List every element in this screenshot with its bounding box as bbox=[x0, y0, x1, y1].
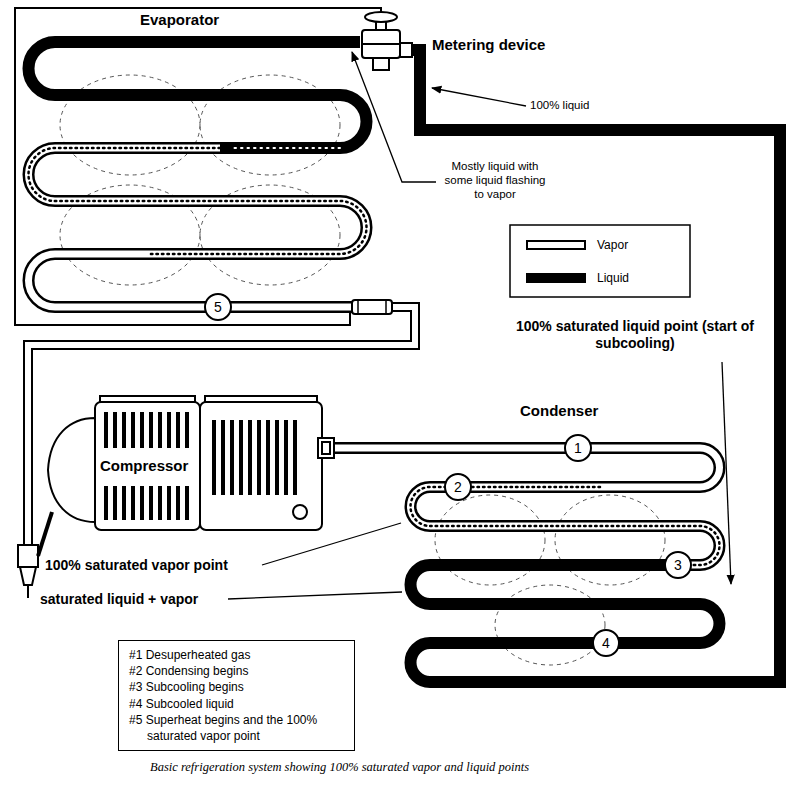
note-line: #1 Desuperheated gas bbox=[129, 647, 344, 663]
leader-line bbox=[352, 52, 436, 182]
metering-device bbox=[373, 58, 389, 70]
legend-swatch bbox=[525, 237, 587, 253]
compressor-drawing bbox=[293, 505, 307, 519]
state-note: saturated liquid + vapor bbox=[40, 591, 198, 608]
compressor-drawing bbox=[322, 442, 330, 454]
callout-number: 1 bbox=[574, 441, 582, 455]
leader-line bbox=[722, 362, 731, 584]
flow-note: Mostly liquid with some liquid flashing … bbox=[440, 160, 550, 201]
part-name: Condenser bbox=[520, 402, 598, 420]
compressor-drawing bbox=[38, 512, 52, 556]
callout-circle: 3 bbox=[664, 551, 692, 579]
compressor-drawing bbox=[200, 402, 322, 530]
note-line: #2 Condensing begins bbox=[129, 663, 344, 679]
leader-line bbox=[432, 88, 526, 106]
compressor-drawing bbox=[106, 486, 187, 520]
legend-swatch bbox=[526, 273, 586, 283]
evaporator-coil bbox=[28, 148, 366, 254]
callout-number: 3 bbox=[674, 558, 682, 572]
part-name: Metering device bbox=[432, 36, 545, 54]
metering-device bbox=[400, 43, 412, 57]
compressor-drawing bbox=[106, 412, 187, 448]
suction-line bbox=[352, 300, 392, 314]
legend-swatch bbox=[525, 270, 587, 286]
evaporator-frame bbox=[15, 8, 381, 325]
suction-line bbox=[357, 300, 359, 314]
leader-line bbox=[262, 523, 401, 565]
evaporator-coil bbox=[230, 147, 340, 149]
compressor-drawing bbox=[48, 418, 95, 522]
fan-outline bbox=[60, 75, 665, 665]
callout-number: 2 bbox=[454, 480, 462, 494]
callout-circle: 1 bbox=[564, 434, 592, 462]
state-note: 100% saturated vapor point bbox=[45, 557, 228, 574]
flow-note: 100% liquid bbox=[530, 99, 589, 113]
callout-circle: 5 bbox=[204, 293, 232, 321]
legend-frame bbox=[510, 225, 690, 297]
compressor-drawing bbox=[27, 585, 29, 598]
compressor-drawing bbox=[318, 438, 334, 458]
state-note: 100% saturated liquid point (start of su… bbox=[510, 318, 760, 352]
metering-device bbox=[362, 43, 400, 45]
legend-swatch bbox=[526, 240, 586, 250]
figure-caption: Basic refrigeration system showing 100% … bbox=[150, 760, 529, 775]
callout-circle: 4 bbox=[592, 629, 620, 657]
note-line: #4 Subcooled liquid bbox=[129, 696, 344, 712]
suction-line bbox=[28, 307, 415, 547]
metering-device bbox=[365, 12, 397, 22]
part-name: Evaporator bbox=[140, 11, 219, 29]
leader-line bbox=[228, 592, 402, 599]
note-line: #3 Subcooling begins bbox=[129, 679, 344, 695]
fan-outline bbox=[435, 495, 545, 585]
legend-note-box: #1 Desuperheated gas#2 Condensing begins… bbox=[118, 640, 355, 751]
fan-outline bbox=[555, 495, 665, 585]
callout-number: 5 bbox=[214, 300, 222, 314]
legend-text: Liquid bbox=[597, 271, 629, 285]
part-name: Compressor bbox=[100, 457, 188, 475]
compressor-drawing bbox=[18, 545, 38, 567]
condenser-coil bbox=[334, 50, 780, 682]
evaporator-coil bbox=[28, 42, 366, 307]
callout-circle: 2 bbox=[444, 473, 472, 501]
compressor-drawing bbox=[18, 396, 334, 598]
fan-outline bbox=[495, 585, 605, 665]
compressor-drawing bbox=[20, 567, 36, 585]
legend-text: Vapor bbox=[597, 238, 628, 252]
note-line: #5 Superheat begins and the 100% saturat… bbox=[129, 712, 344, 744]
condenser-coil bbox=[334, 448, 720, 565]
suction-line bbox=[28, 300, 415, 547]
compressor-drawing bbox=[95, 402, 200, 530]
callout-number: 4 bbox=[602, 636, 610, 650]
compressor-drawing bbox=[214, 420, 295, 495]
evaporator-coil bbox=[28, 42, 366, 307]
evaporator-coil bbox=[28, 148, 366, 307]
metering-device bbox=[362, 30, 400, 58]
condenser-coil bbox=[334, 50, 780, 682]
legend-swatch bbox=[528, 242, 584, 248]
suction-line bbox=[385, 300, 387, 314]
metering-device bbox=[362, 12, 412, 70]
